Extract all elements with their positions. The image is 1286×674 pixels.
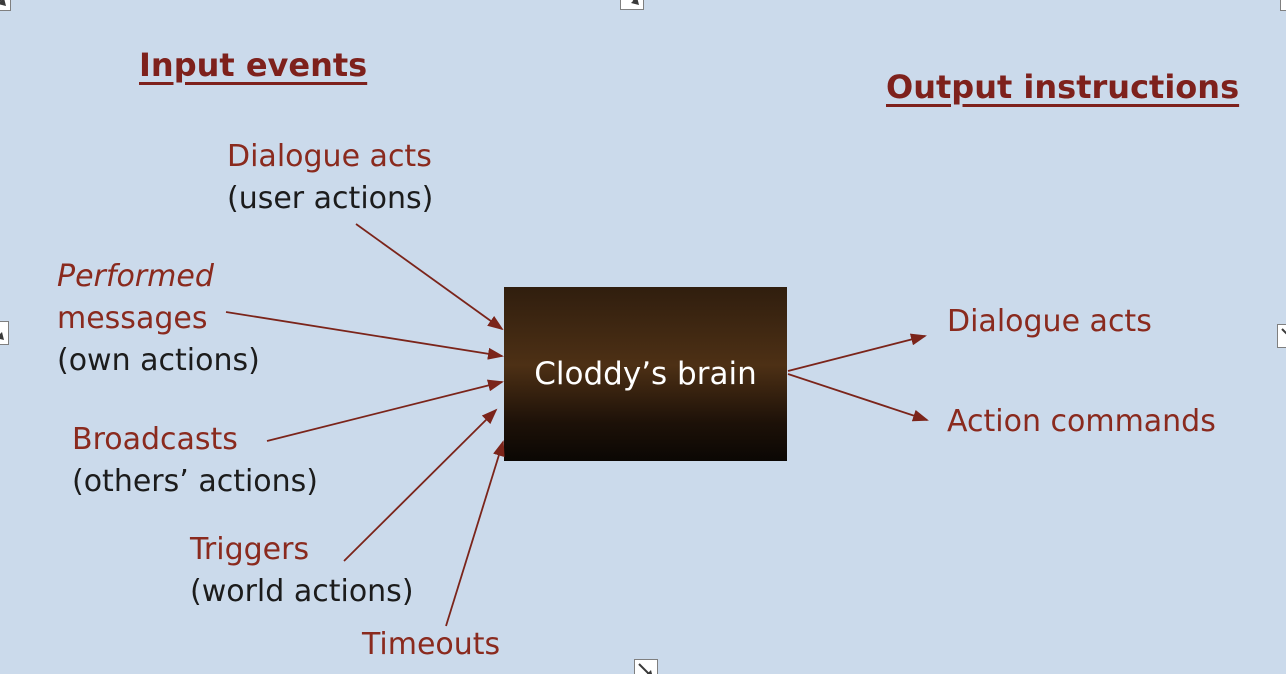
arrow-brain-to-dialogue-acts: [787, 333, 927, 372]
output-instructions-heading: Output instructions: [886, 68, 1240, 106]
input-label-broadcasts-sub: (others’ actions): [72, 464, 319, 499]
arrow-performed-messages-to-brain: [225, 311, 504, 360]
input-label-performed-messages-main: messages: [57, 301, 208, 336]
cloddys-brain-box: Cloddy’s brain: [504, 287, 787, 461]
resize-handle-middle-right[interactable]: [1277, 324, 1286, 348]
output-label-dialogue-acts: Dialogue acts: [947, 301, 1152, 343]
input-label-broadcasts-main: Broadcasts: [72, 422, 238, 457]
input-label-dialogue-acts: Dialogue acts (user actions): [227, 136, 433, 220]
input-label-triggers: Triggers (world actions): [190, 529, 414, 613]
input-label-triggers-main: Triggers: [190, 532, 310, 567]
resize-handle-top-left[interactable]: [0, 0, 11, 11]
input-label-performed-messages-italic: Performed: [57, 259, 214, 294]
input-label-triggers-sub: (world actions): [190, 574, 414, 609]
input-label-timeouts-main: Timeouts: [362, 627, 501, 662]
cloddys-brain-label: Cloddy’s brain: [534, 356, 757, 392]
input-label-performed-messages: Performed messages (own actions): [57, 256, 260, 382]
input-label-dialogue-acts-main: Dialogue acts: [227, 139, 432, 174]
resize-handle-top-center[interactable]: [620, 0, 644, 10]
input-label-dialogue-acts-sub: (user actions): [227, 181, 434, 216]
diagonal-resize-icon: [634, 659, 658, 674]
input-label-performed-messages-sub: (own actions): [57, 343, 260, 378]
input-events-heading: Input events: [139, 46, 368, 84]
diagonal-resize-icon: [620, 0, 644, 10]
resize-handle-top-right[interactable]: [1280, 0, 1286, 11]
diagonal-resize-icon: [0, 0, 11, 11]
input-label-timeouts: Timeouts: [362, 624, 500, 666]
output-label-action-commands-text: Action commands: [947, 404, 1216, 439]
output-label-action-commands: Action commands: [947, 401, 1216, 443]
diagonal-resize-icon: [1277, 324, 1286, 348]
arrow-brain-to-action-commands: [787, 373, 929, 422]
diagonal-resize-icon: [0, 321, 9, 345]
arrow-dialogue-acts-to-brain: [355, 223, 504, 331]
resize-handle-middle-left[interactable]: [0, 321, 9, 345]
resize-handle-bottom-center[interactable]: [634, 659, 658, 674]
input-label-broadcasts: Broadcasts (others’ actions): [72, 419, 318, 503]
diagonal-resize-icon: [1280, 0, 1286, 11]
output-label-dialogue-acts-text: Dialogue acts: [947, 304, 1152, 339]
arrow-timeouts-to-brain: [445, 440, 505, 627]
